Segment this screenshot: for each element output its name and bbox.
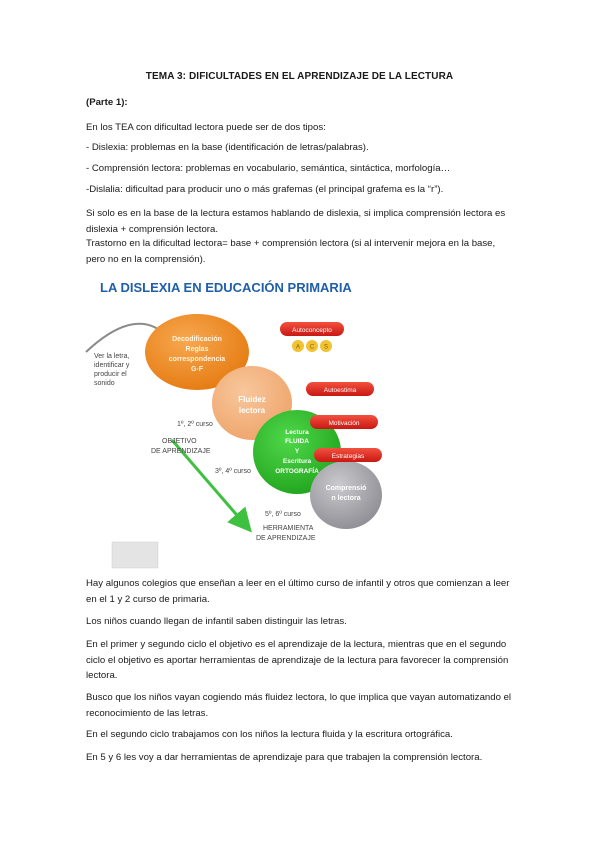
paragraph-cinco-seis: En 5 y 6 les voy a dar herramientas de a… [86, 752, 483, 763]
circle-comprension [310, 461, 382, 529]
svg-text:Lectura: Lectura [285, 429, 309, 436]
svg-text:Fluidez: Fluidez [238, 395, 266, 404]
green-arrow-icon [170, 439, 252, 533]
dot-c-label: C [310, 345, 315, 351]
svg-text:OBJETIVO: OBJETIVO [162, 438, 197, 445]
course-label-3: 5º, 6º curso [265, 511, 301, 518]
paragraph-ciclos: En el primer y segundo ciclo el objetivo… [86, 639, 509, 681]
svg-text:Y: Y [295, 448, 300, 455]
pill-autoconcepto-label: Autoconcepto [292, 327, 332, 334]
dot-a [292, 340, 304, 352]
dot-s-label: S [324, 345, 328, 351]
svg-text:Reglas: Reglas [186, 346, 209, 353]
svg-text:Ver la letra,: Ver la letra, [94, 353, 129, 360]
herramienta-label: HERRAMIENTA DE APRENDIZAJE [256, 525, 316, 542]
pill-motivacion-label: Motivación [328, 420, 359, 427]
figure-title: LA DISLEXIA EN EDUCACIÓN PRIMARIA [100, 280, 352, 295]
pill-autoconcepto [280, 322, 344, 336]
dot-c [306, 340, 318, 352]
dot-a-label: A [296, 345, 300, 351]
svg-text:ORTOGRAFÍA: ORTOGRAFÍA [275, 466, 319, 475]
circle-fluidez-label: Fluidez lectora [238, 395, 266, 415]
bullet-dislexia: - Dislexia: problemas en la base (identi… [86, 142, 369, 153]
objetivo-label: OBJETIVO DE APRENDIZAJE [151, 438, 211, 455]
svg-text:sonido: sonido [94, 380, 115, 387]
svg-text:Decodificación: Decodificación [172, 336, 222, 343]
circle-lectura-label: Lectura FLUIDA Y Escritura ORTOGRAFÍA [275, 429, 319, 475]
dyslexia-diagram: LA DISLEXIA EN EDUCACIÓN PRIMARIA Ver la… [85, 280, 382, 569]
pill-autoestima-label: Autoestima [324, 387, 357, 394]
paragraph-trastorno: Trastorno en la dificultad lectora= base… [86, 238, 496, 265]
svg-text:lectora: lectora [239, 406, 266, 415]
pill-estrategias-label: Estrategias [332, 453, 365, 460]
pill-estrategias [314, 448, 382, 462]
intro-text: En los TEA con dificultad lectora puede … [86, 122, 326, 133]
svg-text:G-F: G-F [191, 366, 204, 373]
pill-motivacion [310, 415, 378, 429]
circle-comprension-label: Comprensió n lectora [326, 485, 367, 502]
dot-s [320, 340, 332, 352]
course-label-2: 3º, 4º curso [215, 468, 251, 475]
svg-text:identificar y: identificar y [94, 362, 130, 369]
svg-text:HERRAMIENTA: HERRAMIENTA [263, 525, 314, 532]
svg-text:DE APRENDIZAJE: DE APRENDIZAJE [256, 535, 316, 542]
paragraph-infantil: Los niños cuando llegan de infantil sabe… [86, 616, 347, 627]
course-label-1: 1º, 2º curso [177, 421, 213, 428]
part-label: (Parte 1): [86, 97, 128, 108]
pill-autoestima [306, 382, 374, 396]
svg-text:n lectora: n lectora [331, 495, 360, 502]
circle-decodificacion-label: Decodificación Reglas correspondencia G-… [169, 336, 226, 373]
bullet-comprension: - Comprensión lectora: problemas en voca… [86, 163, 451, 174]
paragraph-fluidez: Busco que los niños vayan cogiendo más f… [86, 692, 512, 719]
svg-text:correspondencia: correspondencia [169, 356, 226, 363]
svg-text:FLUIDA: FLUIDA [285, 438, 309, 445]
left-note: Ver la letra, identificar y producir el … [94, 353, 130, 387]
bullet-dislalia: -Dislalia: dificultad para producir uno … [86, 184, 444, 195]
document-title: TEMA 3: DIFICULTADES EN EL APRENDIZAJE D… [145, 71, 454, 82]
paragraph-colegios: Hay algunos colegios que enseñan a leer … [86, 578, 510, 605]
figure-placeholder-box [111, 541, 159, 569]
svg-text:DE APRENDIZAJE: DE APRENDIZAJE [151, 448, 211, 455]
svg-text:Comprensió: Comprensió [326, 485, 367, 492]
svg-text:producir el: producir el [94, 371, 127, 378]
svg-text:Escritura: Escritura [283, 458, 312, 465]
paragraph-segundo-ciclo: En el segundo ciclo trabajamos con los n… [86, 729, 453, 740]
circle-decodificacion [145, 314, 249, 390]
paragraph-dislexia: Si solo es en la base de la lectura esta… [86, 208, 506, 235]
